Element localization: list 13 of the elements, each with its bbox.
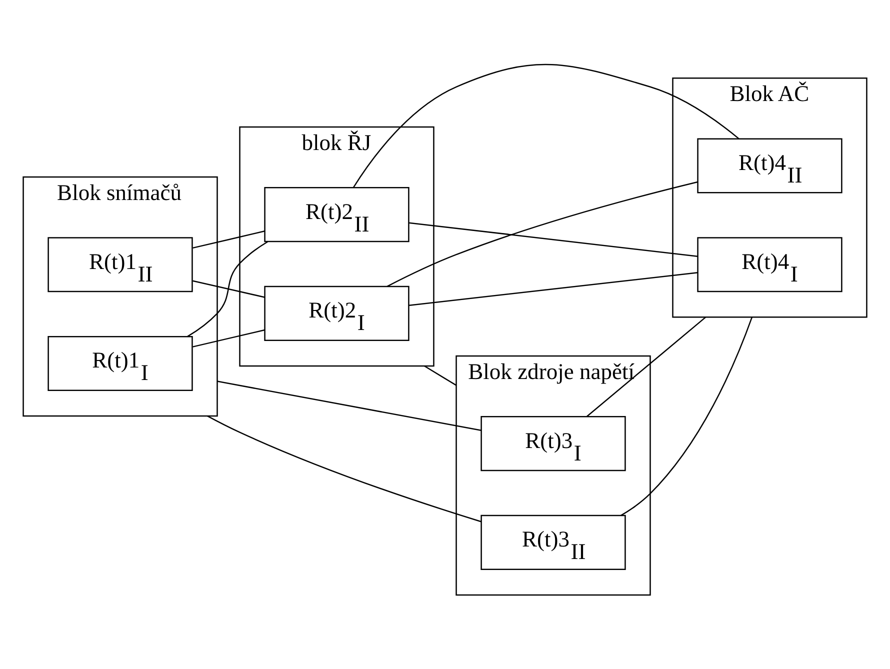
connector: [620, 316, 753, 516]
connector: [192, 329, 265, 348]
connector: [386, 181, 698, 287]
connector: [409, 272, 698, 306]
connector: [207, 415, 482, 522]
connector: [352, 64, 740, 188]
connector: [424, 365, 457, 386]
connector: [192, 280, 265, 298]
connector: [586, 316, 706, 417]
connector: [217, 380, 482, 431]
connector: [409, 222, 698, 257]
connector: [187, 241, 268, 338]
connector: [192, 230, 265, 249]
